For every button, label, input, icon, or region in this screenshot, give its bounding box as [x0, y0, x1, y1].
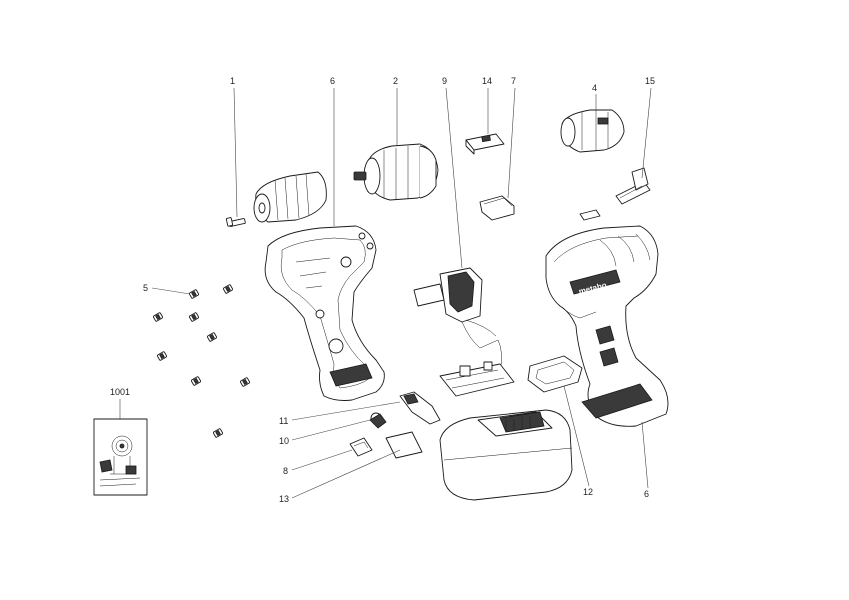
- leader-8: [291, 449, 353, 471]
- part-2-gearbox: [353, 143, 439, 201]
- leader-12: [563, 385, 590, 487]
- leader-1: [233, 87, 238, 218]
- leader-10: [291, 419, 371, 441]
- label-1: 1: [230, 76, 235, 86]
- label-8: 8: [283, 466, 288, 476]
- label-9: 9: [442, 76, 447, 86]
- label-10: 10: [279, 436, 289, 446]
- leader-7: [507, 87, 516, 199]
- label-7: 7: [511, 76, 516, 86]
- part-11-belt-clip: [399, 391, 441, 425]
- leader-15: [641, 87, 652, 179]
- part-battery: [439, 409, 573, 501]
- part-13-sticker: [385, 431, 423, 459]
- label-15: 15: [645, 76, 655, 86]
- label-5: 5: [143, 283, 148, 293]
- leader-6-bottom: [641, 421, 649, 489]
- leader-13: [291, 449, 401, 499]
- part-12-latch: [527, 355, 583, 393]
- label-13: 13: [279, 494, 289, 504]
- label-6-bottom: 6: [644, 489, 649, 499]
- label-14: 14: [482, 76, 492, 86]
- label-1001: 1001: [110, 387, 130, 397]
- part-6-full-housing: metabo: [545, 225, 669, 427]
- part-8-lamp: [349, 437, 373, 457]
- label-2: 2: [393, 76, 398, 86]
- label-4: 4: [592, 83, 597, 93]
- part-1-screw: [225, 217, 246, 227]
- part-15-bracket: [615, 167, 651, 205]
- leader-9: [445, 87, 463, 269]
- part-5-screws: [152, 284, 251, 438]
- part-10-spring: [369, 412, 387, 429]
- part-chuck: [253, 171, 327, 223]
- label-11: 11: [279, 416, 288, 426]
- part-1001-nameplate: [93, 418, 148, 496]
- leader-5: [151, 287, 191, 295]
- label-12: 12: [583, 487, 593, 497]
- part-9-switch: [413, 267, 515, 397]
- part-6-housing-half: [264, 225, 385, 401]
- part-small-plate: [579, 209, 601, 221]
- part-7-slider: [479, 195, 515, 221]
- label-6-top: 6: [330, 76, 335, 86]
- part-14-clip: [465, 133, 505, 155]
- part-4-motor: [560, 109, 625, 153]
- leader-11: [291, 401, 401, 421]
